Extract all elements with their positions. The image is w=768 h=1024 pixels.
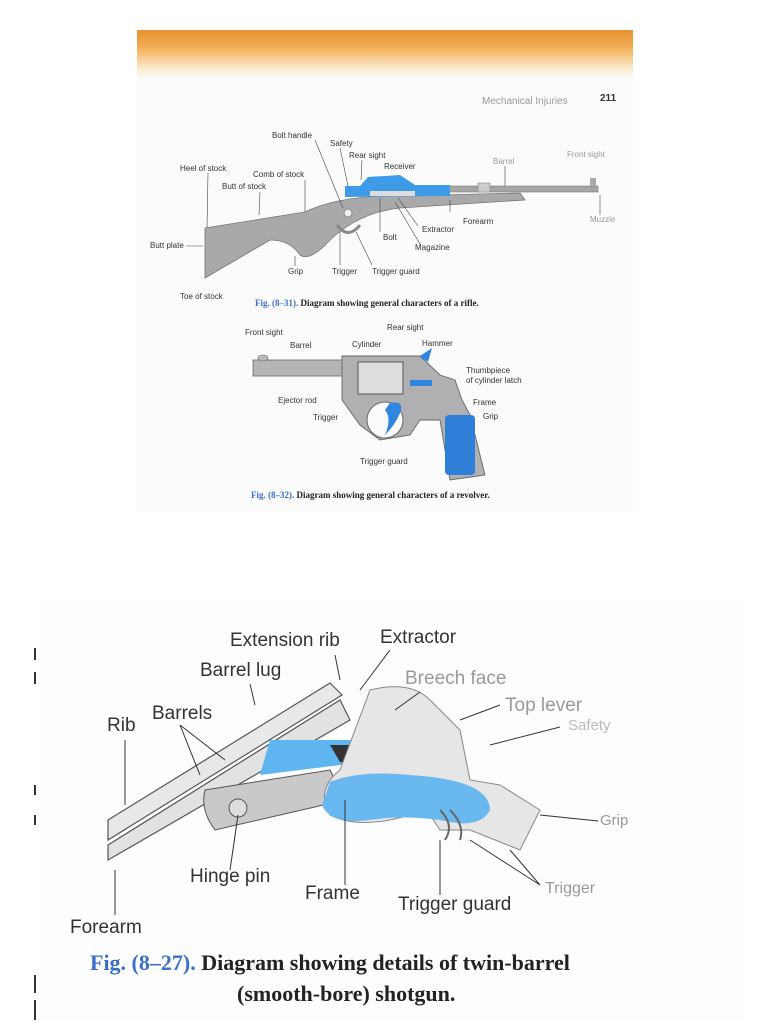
label-trigger-guard: Trigger guard bbox=[360, 457, 408, 466]
label-butt-of-stock: Butt of stock bbox=[222, 182, 267, 191]
rifle-drawing bbox=[186, 139, 601, 279]
label-forearm: Forearm bbox=[70, 917, 142, 938]
label-bolt: Bolt bbox=[383, 233, 397, 242]
margin-mark bbox=[34, 815, 36, 825]
shotgun-caption-line-1: Fig. (8–27). Diagram showing details of … bbox=[90, 950, 570, 975]
margin-mark bbox=[34, 785, 36, 795]
page-number: 211 bbox=[600, 93, 617, 104]
margin-mark bbox=[34, 648, 36, 660]
label-barrel: Barrel bbox=[493, 157, 515, 166]
label-front-sight: Front sight bbox=[567, 150, 605, 159]
label-grip: Grip bbox=[600, 812, 629, 829]
label-barrels: Barrels bbox=[152, 703, 213, 724]
label-hammer: Hammer bbox=[422, 339, 453, 348]
label-toe-of-stock: Toe of stock bbox=[180, 292, 223, 301]
running-title: Mechanical Injuries bbox=[482, 96, 568, 107]
label-trigger: Trigger bbox=[332, 267, 358, 276]
label-front-sight: Front sight bbox=[245, 328, 283, 337]
revolver-drawing bbox=[252, 348, 486, 481]
margin-mark bbox=[34, 975, 36, 993]
label-bolt-handle: Bolt handle bbox=[272, 131, 313, 140]
label-hinge-pin: Hinge pin bbox=[190, 866, 271, 887]
label-heel-of-stock: Heel of stock bbox=[180, 164, 227, 173]
label-trigger-guard: Trigger guard bbox=[372, 267, 420, 276]
label-extension-rib: Extension rib bbox=[230, 630, 340, 651]
label-breech-face: Breech face bbox=[405, 668, 507, 689]
label-safety: Safety bbox=[330, 139, 353, 148]
label-butt-plate: Butt plate bbox=[150, 241, 184, 250]
label-receiver: Receiver bbox=[384, 162, 416, 171]
label-rear-sight: Rear sight bbox=[349, 151, 386, 160]
label-trigger: Trigger bbox=[313, 413, 339, 422]
label-thumbpiece: Thumbpiece bbox=[466, 366, 511, 375]
rifle-caption: Fig. (8–31). Diagram showing general cha… bbox=[255, 298, 479, 308]
label-rear-sight: Rear sight bbox=[387, 323, 424, 332]
margin-mark bbox=[34, 1000, 36, 1020]
page-edge-band bbox=[137, 30, 633, 78]
label-muzzle: Muzzle bbox=[590, 215, 616, 224]
shotgun-caption-line-2: (smooth-bore) shotgun. bbox=[237, 981, 456, 1006]
label-barrel: Barrel bbox=[290, 341, 312, 350]
label-extractor: Extractor bbox=[422, 225, 455, 234]
label-cylinder-latch: of cylinder latch bbox=[466, 376, 522, 385]
label-extractor: Extractor bbox=[380, 627, 457, 648]
label-frame: Frame bbox=[305, 883, 360, 904]
label-frame: Frame bbox=[473, 398, 497, 407]
label-ejector-rod: Ejector rod bbox=[278, 396, 317, 405]
label-magazine: Magazine bbox=[415, 243, 450, 252]
label-cylinder: Cylinder bbox=[352, 340, 382, 349]
shotgun-drawing bbox=[107, 649, 599, 915]
label-barrel-lug: Barrel lug bbox=[200, 660, 282, 681]
revolver-caption: Fig. (8–32). Diagram showing general cha… bbox=[251, 490, 490, 500]
label-comb-of-stock: Comb of stock bbox=[253, 170, 305, 179]
label-trigger-guard: Trigger guard bbox=[398, 894, 512, 915]
label-grip: Grip bbox=[483, 412, 499, 421]
label-forearm: Forearm bbox=[463, 217, 494, 226]
label-safety: Safety bbox=[568, 717, 611, 734]
margin-mark bbox=[34, 672, 36, 684]
label-trigger: Trigger bbox=[545, 880, 596, 897]
label-grip: Grip bbox=[288, 267, 304, 276]
label-top-lever: Top lever bbox=[505, 695, 583, 716]
label-rib: Rib bbox=[107, 715, 136, 736]
